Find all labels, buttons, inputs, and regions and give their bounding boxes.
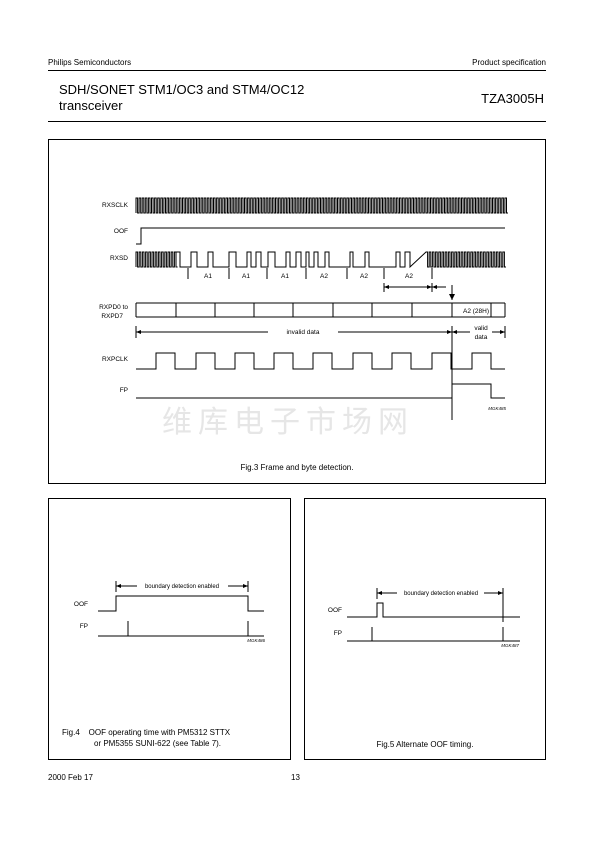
- invalid-data-label: invalid data: [287, 329, 320, 336]
- page-number: 13: [291, 773, 300, 782]
- fig5-signal-fp: FP: [334, 630, 342, 637]
- fig5-dimension-line: [376, 588, 504, 622]
- signal-label-rxpd7: RXPD7: [101, 313, 123, 320]
- byte-boundary-ticks: [187, 268, 433, 279]
- arrowhead: [384, 285, 389, 289]
- figure-5-frame: [304, 498, 546, 760]
- byte-label-a2-3: A2: [405, 273, 413, 280]
- title-line-1: SDH/SONET STM1/OC3 and STM4/OC12: [59, 82, 305, 97]
- fig4-annotation: boundary detection enabled: [145, 584, 219, 590]
- figure-4-frame: [48, 498, 291, 760]
- arrowhead: [500, 330, 505, 334]
- rxsd-waveform: [135, 251, 506, 269]
- oof-waveform: [136, 227, 505, 245]
- footer-date: 2000 Feb 17: [48, 773, 93, 782]
- company-name: Philips Semiconductors: [48, 58, 132, 67]
- fig5-signal-oof: OOF: [328, 607, 342, 614]
- fig4-fp-waveform: [98, 621, 264, 637]
- document-type: Product specification: [472, 58, 546, 67]
- figure-4-caption-line-2: or PM5355 SUNI-622 (see Table 7).: [94, 739, 222, 748]
- fig5-annotation: boundary detection enabled: [404, 591, 478, 597]
- rxpd-bus-separators: [135, 303, 506, 317]
- arrowhead: [449, 294, 455, 300]
- figure-4-caption: Fig.4 OOF operating time with PM5312 STT…: [62, 727, 230, 749]
- signal-label-rxpd0: RXPD0 to: [99, 304, 128, 311]
- byte-label-a2-2: A2: [360, 273, 368, 280]
- byte-label-a1-2: A1: [242, 273, 250, 280]
- figure-5-code: MGK487: [501, 643, 519, 648]
- arrowhead: [377, 591, 382, 595]
- fp-waveform: [136, 383, 505, 399]
- valid-data-label-2: data: [475, 334, 488, 341]
- arrowhead: [136, 330, 141, 334]
- fig5-fp-waveform: [347, 627, 520, 642]
- header-rule-bottom: [48, 121, 546, 122]
- figure-3-frame: [48, 139, 546, 484]
- rxpclk-waveform: [136, 352, 505, 370]
- byte-label-a2-1: A2: [320, 273, 328, 280]
- fig5-oof-waveform: [347, 602, 520, 618]
- fig4-dimension-line: [115, 581, 249, 592]
- arrowhead: [498, 591, 503, 595]
- data-label-a2-28h: A2 (28H): [463, 308, 489, 315]
- arrowhead: [427, 285, 432, 289]
- figure-4-code: MGK486: [247, 638, 265, 643]
- signal-label-fp: FP: [120, 387, 128, 394]
- signal-label-oof: OOF: [114, 228, 128, 235]
- figure-3-caption: Fig.3 Frame and byte detection.: [240, 463, 354, 472]
- arrowhead: [116, 584, 121, 588]
- figure-4-caption-line-1: Fig.4 OOF operating time with PM5312 STT…: [62, 728, 231, 737]
- watermark: 维库电子市场网: [162, 405, 414, 440]
- arrowhead: [447, 330, 452, 334]
- signal-label-rxsclk: RXSCLK: [102, 202, 129, 209]
- title-line-2: transceiver: [59, 98, 123, 113]
- document-title: SDH/SONET STM1/OC3 and STM4/OC12 transce…: [59, 82, 304, 114]
- fig4-signal-oof: OOF: [74, 601, 88, 608]
- byte-label-a1-3: A1: [281, 273, 289, 280]
- rxsclk-waveform: [135, 197, 508, 214]
- valid-data-label-1: valid: [474, 325, 488, 332]
- arrowhead: [243, 584, 248, 588]
- rxpd-bus: [136, 302, 505, 318]
- figure-3-code: MGK485: [488, 406, 506, 411]
- fig4-signal-fp: FP: [80, 623, 88, 630]
- arrowhead: [452, 330, 457, 334]
- arrowhead: [432, 285, 437, 289]
- part-number: TZA3005H: [481, 91, 544, 106]
- signal-label-rxsd: RXSD: [110, 255, 128, 262]
- figure-5-caption: Fig.5 Alternate OOF timing.: [376, 740, 474, 749]
- header-rule-top: [48, 70, 546, 71]
- fig4-oof-waveform: [98, 595, 264, 612]
- signal-label-rxpclk: RXPCLK: [102, 356, 129, 363]
- a2-dimension-line: [383, 283, 446, 292]
- byte-label-a1-1: A1: [204, 273, 212, 280]
